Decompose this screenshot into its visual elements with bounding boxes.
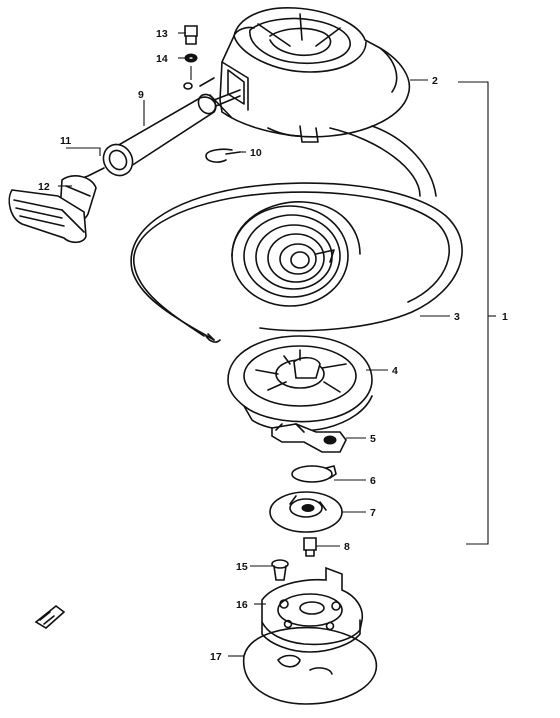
callout-8: 8 — [344, 541, 350, 553]
case-bottom-part — [261, 566, 364, 653]
friction-plate-part — [269, 491, 343, 533]
starter-case-part — [199, 7, 411, 143]
callout-6: 6 — [370, 475, 376, 487]
callout-10: 10 — [250, 147, 262, 159]
callout-labels: 1 2 3 4 5 6 7 8 9 10 11 12 13 14 15 16 1… — [38, 28, 508, 663]
clip-part — [205, 148, 241, 163]
callout-2: 2 — [432, 75, 438, 87]
rope-handle-part — [8, 89, 241, 244]
screw-part — [271, 559, 289, 581]
callout-16: 16 — [236, 599, 248, 611]
reel-pulley-part — [227, 335, 373, 432]
recoil-spring-part — [130, 125, 463, 343]
front-arrow-icon — [34, 604, 66, 629]
callout-5: 5 — [370, 433, 376, 445]
spring-ring-part — [291, 465, 337, 483]
assembly-bracket — [458, 81, 496, 545]
callout-12: 12 — [38, 181, 50, 193]
callout-3: 3 — [454, 311, 460, 323]
leader-lines — [58, 32, 450, 657]
callout-9: 9 — [138, 89, 144, 101]
callout-11: 11 — [60, 135, 71, 147]
ratchet-pawl-part — [271, 423, 347, 453]
callout-14: 14 — [156, 53, 168, 65]
callout-17: 17 — [210, 651, 222, 663]
center-bolt-part — [303, 537, 317, 557]
callout-1: 1 — [502, 311, 508, 323]
callout-15: 15 — [236, 561, 248, 573]
callout-4: 4 — [392, 365, 398, 377]
callout-7: 7 — [370, 507, 376, 519]
callout-13: 13 — [156, 28, 168, 40]
gasket-part — [242, 626, 378, 705]
